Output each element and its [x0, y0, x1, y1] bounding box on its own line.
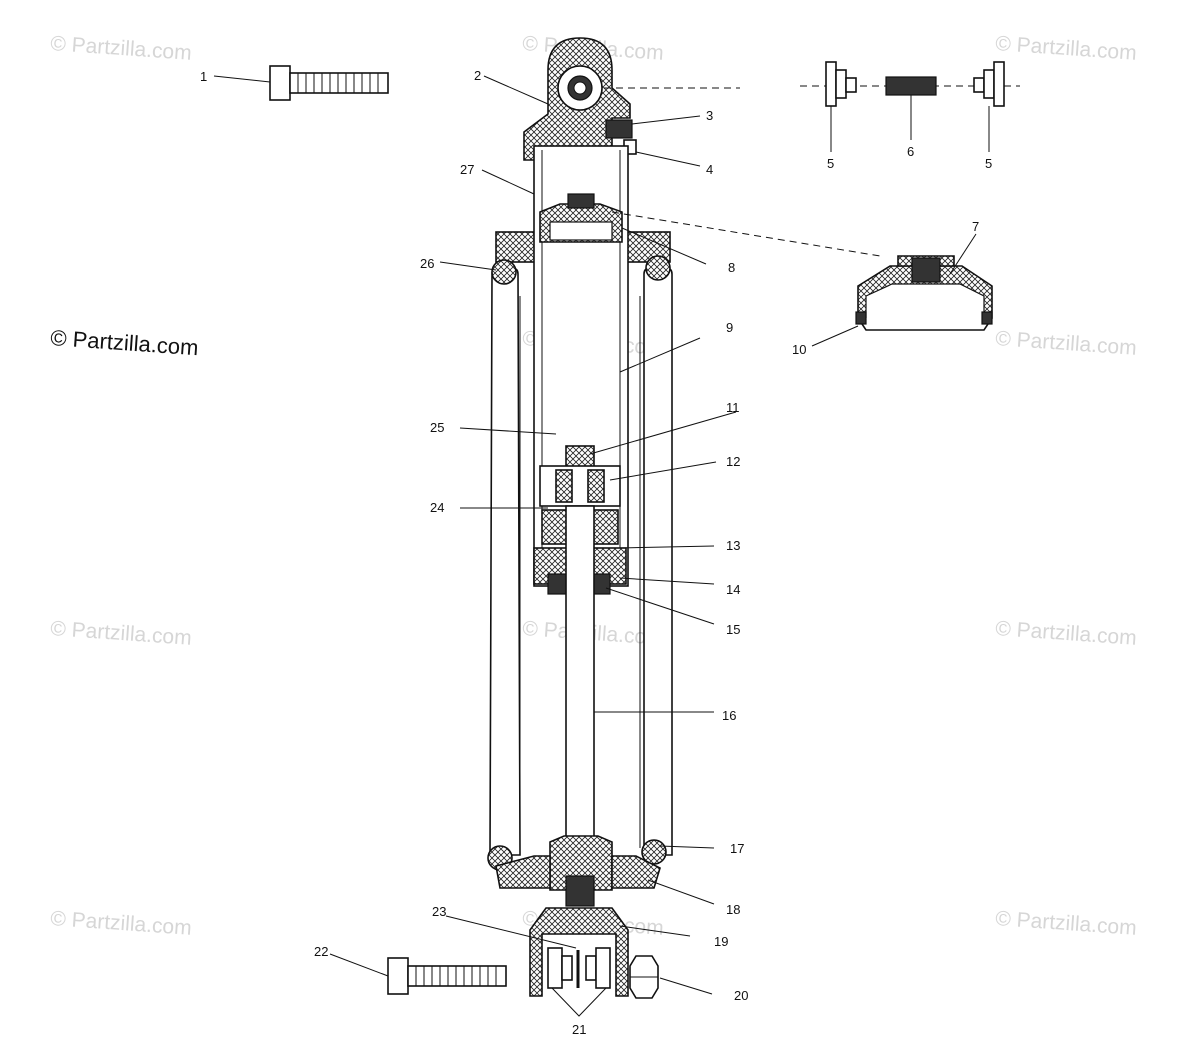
- watermark-text: © Partzilla.com: [995, 907, 1138, 940]
- callout-13: 13: [726, 538, 740, 553]
- part-piston-detail: [855, 255, 993, 331]
- callout-1: 1: [200, 69, 207, 84]
- leader-lines: [213, 75, 977, 995]
- part-bolt-bottom: [387, 957, 507, 995]
- watermark-text: © Partzilla.com: [50, 32, 193, 65]
- callout-19: 19: [714, 934, 728, 949]
- watermark-text: © Partzilla.com: [995, 327, 1138, 360]
- part-bolt-top: [269, 65, 389, 101]
- watermark-text: © Partzilla.com: [50, 907, 193, 940]
- callout-4: 4: [706, 162, 713, 177]
- part-top-eye-cap: [523, 37, 637, 161]
- callout-20: 20: [734, 988, 748, 1003]
- callout-8: 8: [728, 260, 735, 275]
- watermark-text: © Partzilla.com: [995, 617, 1138, 650]
- callout-10: 10: [792, 342, 806, 357]
- callout-15: 15: [726, 622, 740, 637]
- callout-27: 27: [460, 162, 474, 177]
- callout-7: 7: [972, 219, 979, 234]
- callout-9: 9: [726, 320, 733, 335]
- part-clevis: [529, 907, 629, 1017]
- callout-labels: 1 2 3 4 5 6 5 7 8 9 10 11 12 13 14 15 16…: [200, 68, 992, 1037]
- watermark-text: © Partzilla.com: [50, 617, 193, 650]
- callout-18: 18: [726, 902, 740, 917]
- callout-2: 2: [474, 68, 481, 83]
- part-nut: [629, 955, 659, 999]
- callout-3: 3: [706, 108, 713, 123]
- callout-11: 11: [726, 400, 740, 415]
- callout-25: 25: [430, 420, 444, 435]
- callout-23: 23: [432, 904, 446, 919]
- callout-24: 24: [430, 500, 444, 515]
- callout-22: 22: [314, 944, 328, 959]
- callout-14: 14: [726, 582, 740, 597]
- callout-5-left: 5: [827, 156, 834, 171]
- part-spring-cylinder: [487, 231, 673, 871]
- watermark-main: © Partzilla.com: [50, 325, 200, 360]
- part-floating-piston: [539, 193, 623, 243]
- callout-17: 17: [730, 841, 744, 856]
- callout-21: 21: [572, 1022, 586, 1037]
- part-bottom-seat: [495, 835, 661, 907]
- part-piston-rod: [565, 505, 595, 863]
- callout-12: 12: [726, 454, 740, 469]
- watermark-text: © Partzilla.com: [995, 32, 1138, 65]
- part-bushing-set: [800, 61, 1020, 152]
- axis-line-piston: [611, 211, 881, 257]
- callout-6: 6: [907, 144, 914, 159]
- callout-5-right: 5: [985, 156, 992, 171]
- callout-26: 26: [420, 256, 434, 271]
- callout-16: 16: [722, 708, 736, 723]
